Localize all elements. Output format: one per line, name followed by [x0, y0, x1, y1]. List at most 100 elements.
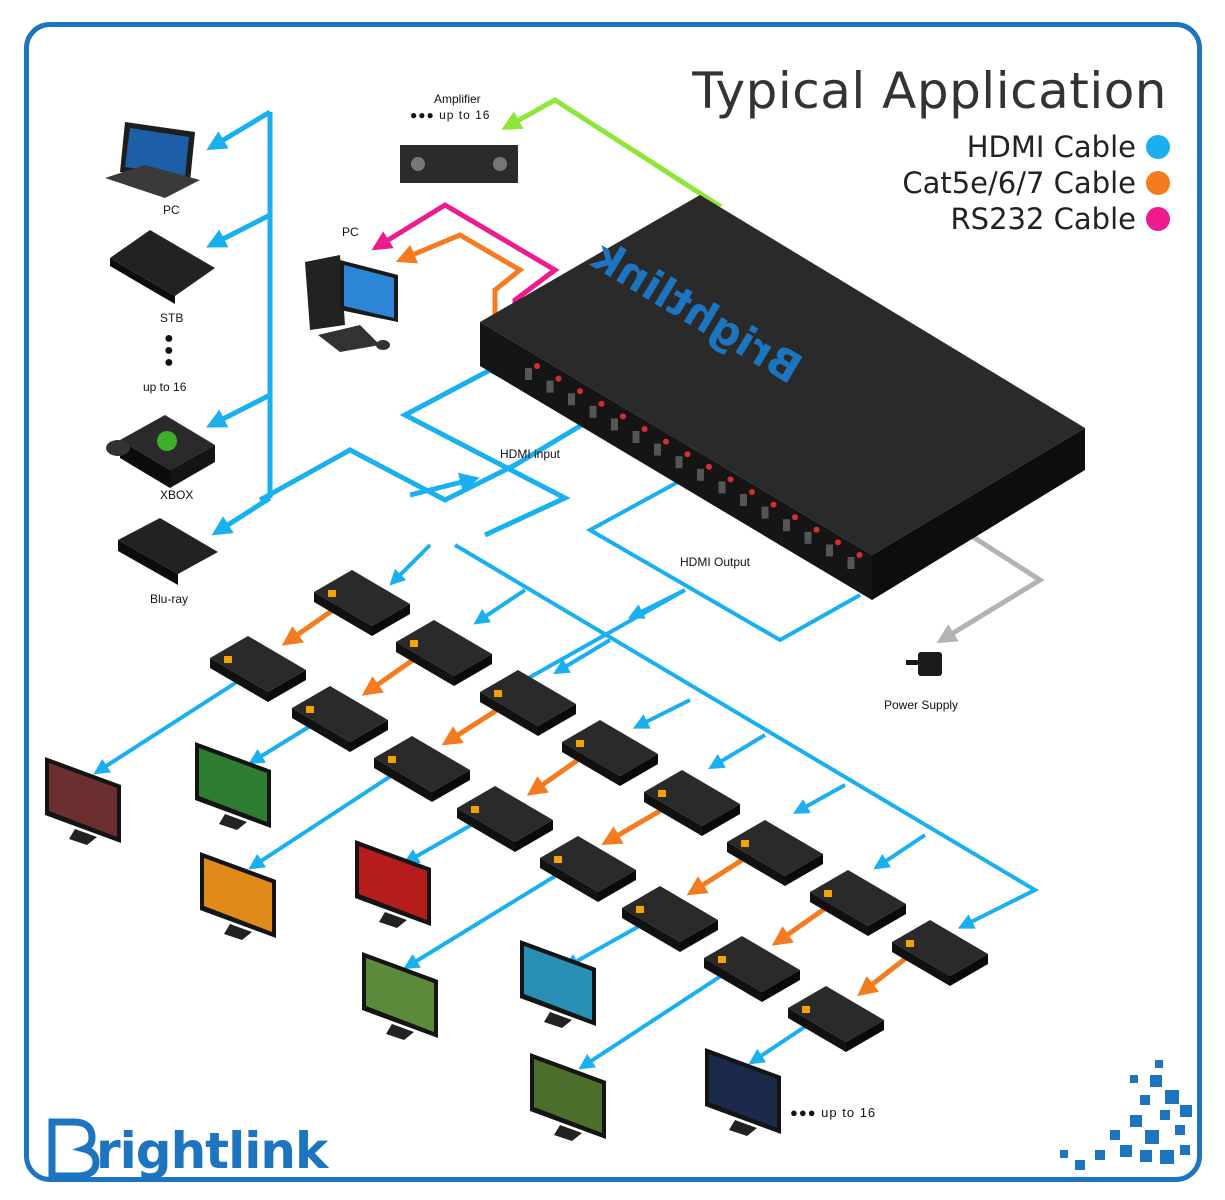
- matrix-port-led: [813, 526, 820, 533]
- pixel-square: [1155, 1060, 1163, 1068]
- brightlink-logo-icon: [48, 1118, 100, 1178]
- display-tv-icon: [200, 852, 276, 940]
- display-tv-icon: [530, 1053, 606, 1141]
- matrix-port: [675, 456, 683, 469]
- pixel-square: [1165, 1090, 1179, 1104]
- matrix-port: [740, 494, 747, 506]
- matrix-port-led: [641, 426, 648, 432]
- display-tv-icon: [705, 1048, 781, 1136]
- control-pc-label: PC: [342, 225, 359, 239]
- matrix-port: [718, 481, 726, 494]
- extender-box: [788, 986, 884, 1052]
- extender-box: [810, 870, 906, 936]
- pixel-square: [1060, 1150, 1068, 1158]
- displays: [45, 742, 781, 1141]
- matrix-port-led: [620, 413, 626, 420]
- legend-rs232-label: RS232 Cable: [950, 202, 1136, 236]
- extender-box: [480, 670, 576, 736]
- extender-box: [292, 686, 388, 752]
- pixel-square: [1180, 1105, 1192, 1117]
- extender-box: [314, 570, 410, 636]
- pixel-square: [1150, 1075, 1162, 1087]
- matrix-port-row: [525, 363, 863, 569]
- pixel-square: [1140, 1095, 1150, 1105]
- matrix-port-led: [706, 463, 712, 470]
- brand-logo-text: rightlink: [96, 1122, 328, 1180]
- pixel-square: [1160, 1150, 1174, 1164]
- amplifier-icon: [400, 145, 518, 183]
- power-supply-icon: [906, 652, 942, 676]
- pixel-square: [1145, 1130, 1159, 1144]
- hdmi-input-label: HDMI input: [500, 447, 561, 461]
- matrix-port-led: [856, 552, 863, 558]
- matrix-port-led: [555, 375, 562, 382]
- matrix-port-led: [663, 438, 669, 445]
- legend-rs232: RS232 Cable: [951, 202, 1170, 236]
- matrix-port: [654, 443, 661, 456]
- bottom-note-label: up to 16: [821, 1105, 877, 1120]
- receiver-to-tv-lines: [93, 678, 817, 1070]
- extender-box: [210, 636, 306, 702]
- amplifier-sub-label: up to 16: [439, 108, 491, 122]
- pixel-square: [1140, 1150, 1152, 1162]
- extender-box: [704, 936, 800, 1002]
- matrix-port: [697, 468, 704, 481]
- matrix-port: [632, 431, 640, 443]
- frame-border: [24, 22, 1202, 1182]
- xbox-icon: [106, 415, 215, 488]
- amplifier-count: ●●● up to 16: [410, 108, 491, 122]
- extender-box: [540, 836, 636, 902]
- extender-box: [644, 770, 740, 836]
- extender-box: [562, 720, 658, 786]
- pixel-square: [1120, 1145, 1132, 1157]
- matrix-port-led: [577, 388, 583, 395]
- matrix-port-led: [684, 451, 691, 458]
- legend-hdmi-swatch: [1146, 135, 1170, 159]
- source-xbox-label: XBOX: [160, 488, 194, 502]
- matrix-port: [804, 531, 812, 544]
- pixel-square: [1075, 1160, 1085, 1170]
- extender-box: [396, 620, 492, 686]
- matrix-port: [568, 393, 575, 406]
- matrix-port-led: [835, 539, 841, 546]
- matrix-port-led: [598, 400, 605, 407]
- stb-icon: [110, 230, 215, 304]
- matrix-port: [826, 544, 833, 557]
- power-supply-label: Power Supply: [884, 698, 959, 712]
- legend-cat-swatch: [1146, 171, 1170, 195]
- legend-hdmi: HDMI Cable: [967, 130, 1170, 164]
- desktop-pc-icon: [305, 255, 398, 352]
- matrix-port-led: [770, 501, 777, 508]
- matrix-port-led: [727, 476, 734, 483]
- matrix-port-led: [534, 363, 540, 369]
- legend-hdmi-label: HDMI Cable: [966, 130, 1136, 164]
- extender-box: [457, 786, 553, 852]
- legend-cat-label: Cat5e/6/7 Cable: [902, 166, 1136, 200]
- bluray-icon: [118, 518, 218, 585]
- matrix-port: [525, 368, 532, 380]
- hdmi-output-label: HDMI Output: [680, 555, 751, 569]
- source-bluray-label: Blu-ray: [150, 592, 189, 606]
- source-upto-label: up to 16: [143, 380, 187, 394]
- pixel-square: [1160, 1110, 1170, 1120]
- matrix-port: [847, 557, 855, 569]
- source-stb-label: STB: [160, 311, 184, 325]
- display-tv-icon: [355, 840, 431, 928]
- amplifier-label: Amplifier: [434, 92, 481, 106]
- pixel-square: [1110, 1130, 1120, 1140]
- pixel-cluster-decoration: [1060, 1060, 1192, 1170]
- matrix-port: [546, 380, 554, 393]
- matrix-port: [611, 418, 618, 431]
- matrix-port-led: [792, 514, 798, 521]
- pixel-square: [1095, 1150, 1105, 1160]
- legend-cat: Cat5e/6/7 Cable: [902, 166, 1170, 200]
- display-tv-icon: [45, 757, 121, 845]
- extender-box: [374, 736, 470, 802]
- extender-boxes: [210, 570, 988, 1052]
- cat-cables: [281, 602, 912, 997]
- matrix-port: [589, 405, 597, 418]
- matrix-port-led: [749, 489, 755, 495]
- hdmi-output-bus: [389, 468, 1040, 929]
- source-pc-label: PC: [163, 203, 180, 217]
